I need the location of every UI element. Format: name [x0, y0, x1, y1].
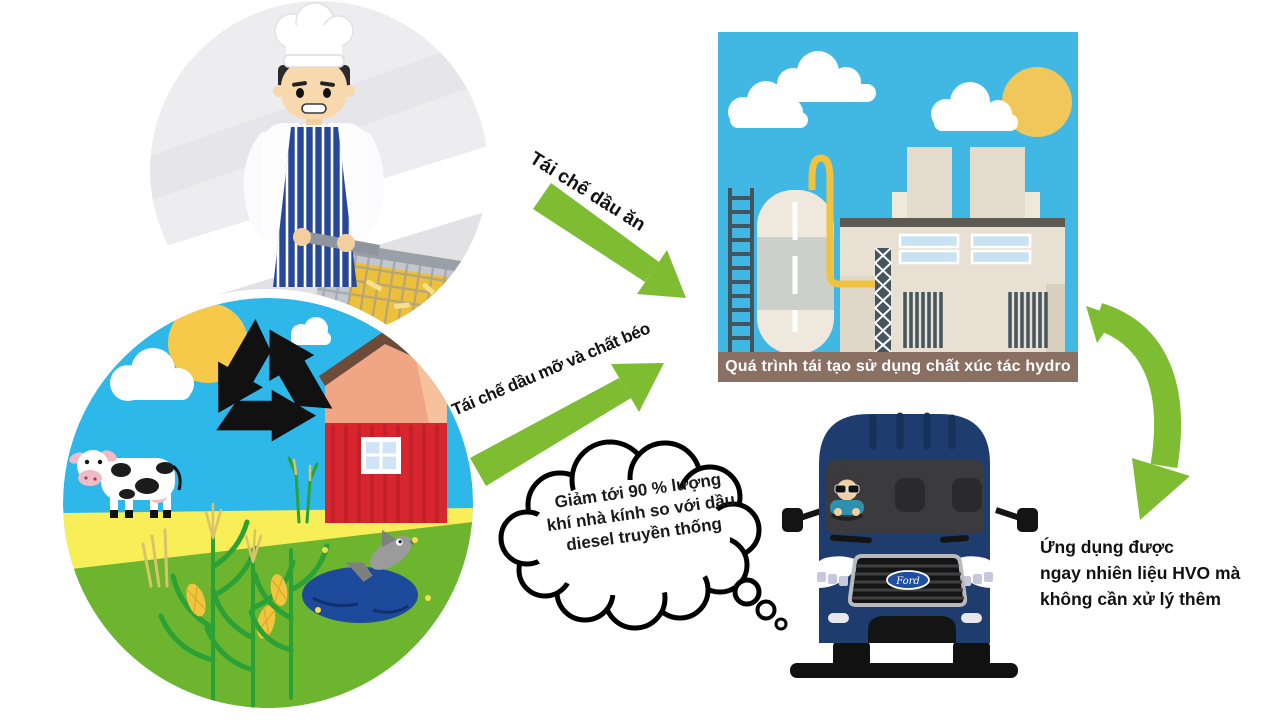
cloud-icon	[728, 51, 1018, 131]
result-line-3: không cần xử lý thêm	[1040, 589, 1221, 609]
wheel-icon	[833, 641, 870, 669]
barn-icon	[319, 332, 451, 523]
chef-icon	[243, 2, 384, 287]
mirror-icon	[1017, 508, 1038, 532]
wheel-icon	[953, 641, 990, 669]
headlight-icon	[812, 556, 858, 588]
arrow-label-fats: Tái chế dầu mỡ và chất béo	[449, 318, 653, 420]
recycle-icon	[216, 318, 333, 442]
cow-icon	[69, 450, 182, 518]
farm-circle	[63, 298, 473, 708]
sun-icon	[168, 303, 248, 383]
van-wrap: Ford	[780, 408, 1040, 690]
chef-illustration	[150, 1, 488, 339]
van-illustration: Ford	[782, 412, 1038, 678]
factory-panel: Quá trình tái tạo sử dụng chất xúc tác h…	[718, 32, 1078, 382]
chef-hat-icon	[274, 2, 354, 68]
ford-badge	[886, 570, 930, 590]
arrow-to-result	[1132, 458, 1190, 520]
corn-icon	[141, 456, 330, 708]
factory-caption: Quá trình tái tạo sử dụng chất xúc tác h…	[718, 352, 1078, 382]
chef-circle	[150, 1, 488, 339]
fish-icon	[346, 529, 414, 582]
lattice-tower-icon	[874, 247, 892, 352]
thought-bubble	[498, 439, 788, 631]
result-line-1: Ứng dụng được	[1040, 537, 1174, 557]
flower-icon	[315, 537, 431, 613]
storage-tank-icon	[757, 190, 834, 352]
farm-illustration	[63, 298, 473, 708]
mirror-icon	[782, 508, 803, 532]
ladder-icon	[728, 188, 754, 352]
pipe-icon	[808, 154, 876, 288]
factory-illustration	[718, 32, 1078, 352]
factory-building-icon	[840, 147, 1065, 352]
driver-icon	[830, 470, 864, 521]
cloud-icon	[110, 317, 331, 401]
arrow-label-cooking-oil: Tái chế dầu ăn	[525, 148, 649, 236]
result-line-2: ngay nhiên liệu HVO mà	[1040, 563, 1241, 583]
ford-badge-text: Ford	[895, 576, 920, 587]
thought-bubble-wrap	[498, 438, 798, 648]
sun-icon	[1002, 67, 1072, 137]
result-text: Ứng dụng được ngay nhiên liệu HVO mà khô…	[1040, 534, 1260, 612]
pond-icon	[302, 567, 418, 623]
grille: Ford	[847, 554, 968, 607]
